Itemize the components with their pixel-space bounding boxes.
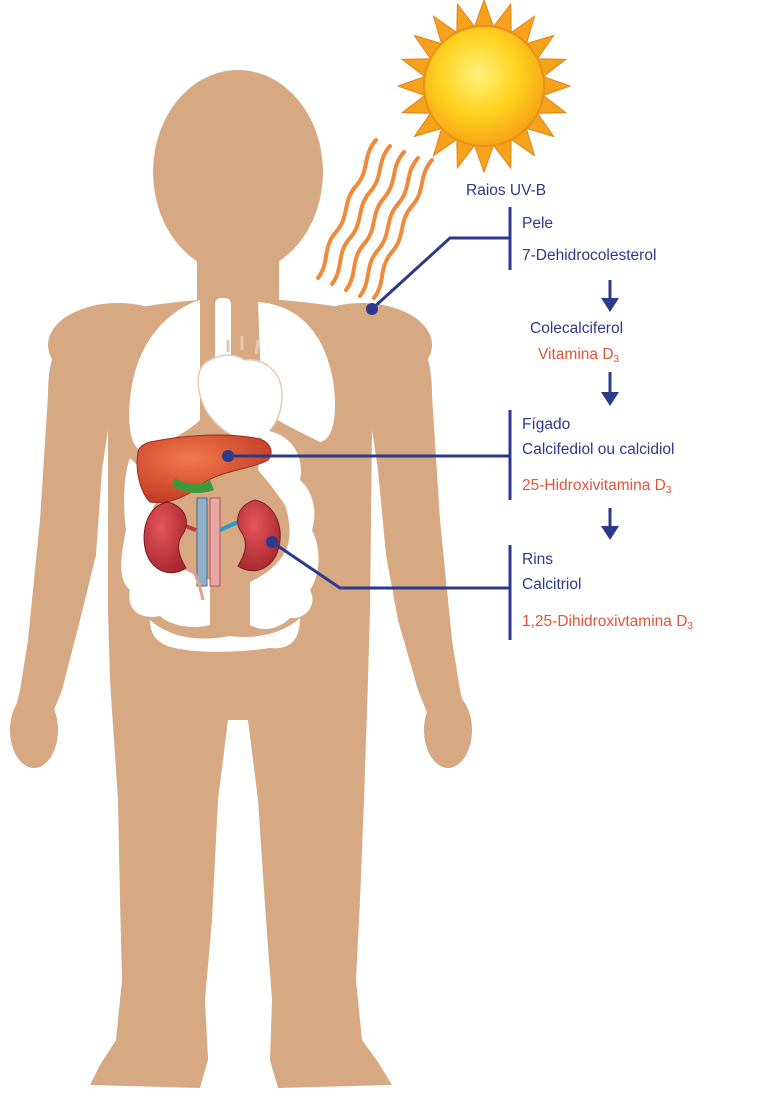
liver-vitamin-label: 25-Hidroxivitamina D3 (522, 477, 671, 500)
liver-compound-label: Calcifediol ou calcidiol (522, 441, 675, 459)
sun-icon (398, 0, 570, 172)
colecalciferol-label: Colecalciferol (530, 320, 623, 338)
skin-organ-label: Pele (522, 215, 553, 233)
kidney-vitamin-label: 1,25-Dihidroxivtamina D3 (522, 613, 693, 636)
vitamin-d3-label: Vitamina D3 (538, 346, 619, 369)
uv-rays-icon (318, 140, 432, 298)
kidney-compound-label: Calcitriol (522, 576, 581, 594)
liver-dot (222, 450, 234, 462)
liver-organ-label: Fígado (522, 416, 570, 434)
uv-label: Raios UV-B (466, 182, 546, 200)
kidney-organ-label: Rins (522, 551, 553, 569)
skin-compound-label: 7-Dehidrocolesterol (522, 247, 656, 265)
down-arrow-icon (601, 280, 619, 312)
skin-dot (366, 303, 378, 315)
kidney-dot (266, 536, 278, 548)
down-arrow-icon (601, 372, 619, 406)
down-arrow-icon (601, 508, 619, 540)
